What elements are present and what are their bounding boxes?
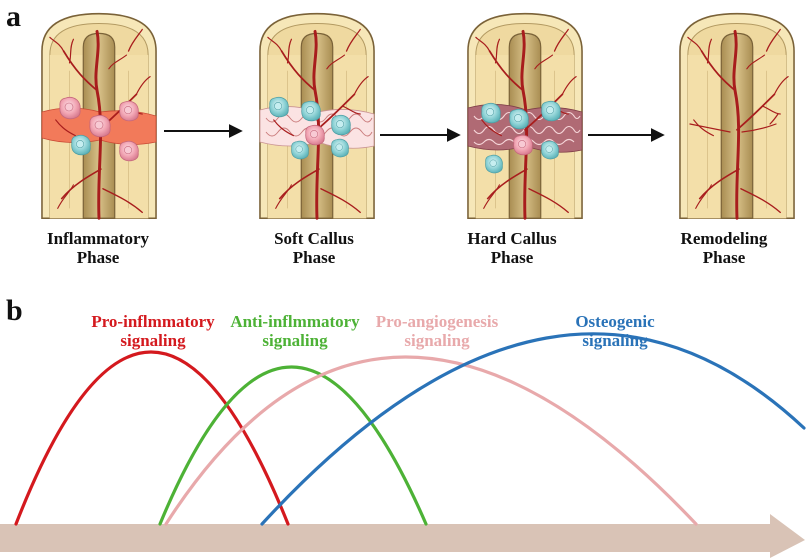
- panel-b-letter: b: [6, 294, 23, 327]
- immune-cell-icon: [71, 134, 91, 156]
- inflammatory-phase-illustration: [41, 12, 157, 220]
- anti-inflammatory-curve: [158, 365, 428, 526]
- phase-label-remodeling: Remodeling Phase: [680, 229, 768, 267]
- inflammatory-cell-icon: [59, 96, 81, 120]
- time-axis-arrow: [0, 514, 805, 558]
- chondrocyte-cell-icon: [331, 114, 351, 136]
- osteoblast-cell-icon: [541, 140, 559, 160]
- inflammatory-cell-icon: [89, 114, 111, 138]
- osteoblast-cell-icon: [485, 154, 503, 174]
- phase-label-soft-callus: Soft Callus Phase: [274, 229, 354, 267]
- signal-label-osteogenic: Osteogenic signaling: [575, 312, 655, 350]
- signal-label-pro-angiogenesis: Pro-angiogenesis signaling: [375, 312, 499, 350]
- chondrocyte-cell-icon: [269, 96, 289, 118]
- chondrocyte-cell-icon: [331, 138, 349, 158]
- signal-label-anti-inflammatory: Anti-inflmmatory signaling: [230, 312, 360, 350]
- pro-angiogenesis-curve: [164, 355, 698, 526]
- phase-label-inflammatory: Inflammatory Phase: [47, 229, 149, 267]
- inflammatory-cell-icon: [119, 140, 139, 162]
- osteoblast-cell-icon: [481, 102, 501, 124]
- extra-vessels: [689, 113, 779, 133]
- pro-inflammatory-curve: [14, 350, 290, 526]
- chondrocyte-cell-icon: [291, 140, 309, 160]
- hard-callus-phase-illustration: [467, 12, 583, 220]
- signal-label-pro-inflammatory: Pro-inflmmatory signaling: [91, 312, 215, 350]
- osteoblast-cell-icon: [541, 100, 561, 122]
- phase-label-hard-callus: Hard Callus Phase: [467, 229, 557, 267]
- soft-callus-phase-illustration: [259, 12, 375, 220]
- chondrocyte-cell-icon: [301, 100, 321, 122]
- osteogenic-curve: [260, 332, 806, 526]
- panel-a-letter: a: [6, 0, 21, 33]
- osteoclast-cell-icon: [513, 134, 533, 156]
- osteoblast-cell-icon: [509, 108, 529, 130]
- inflammatory-cell-icon: [305, 124, 325, 146]
- inflammatory-cell-icon: [119, 100, 139, 122]
- remodeling-phase-illustration: [679, 12, 795, 220]
